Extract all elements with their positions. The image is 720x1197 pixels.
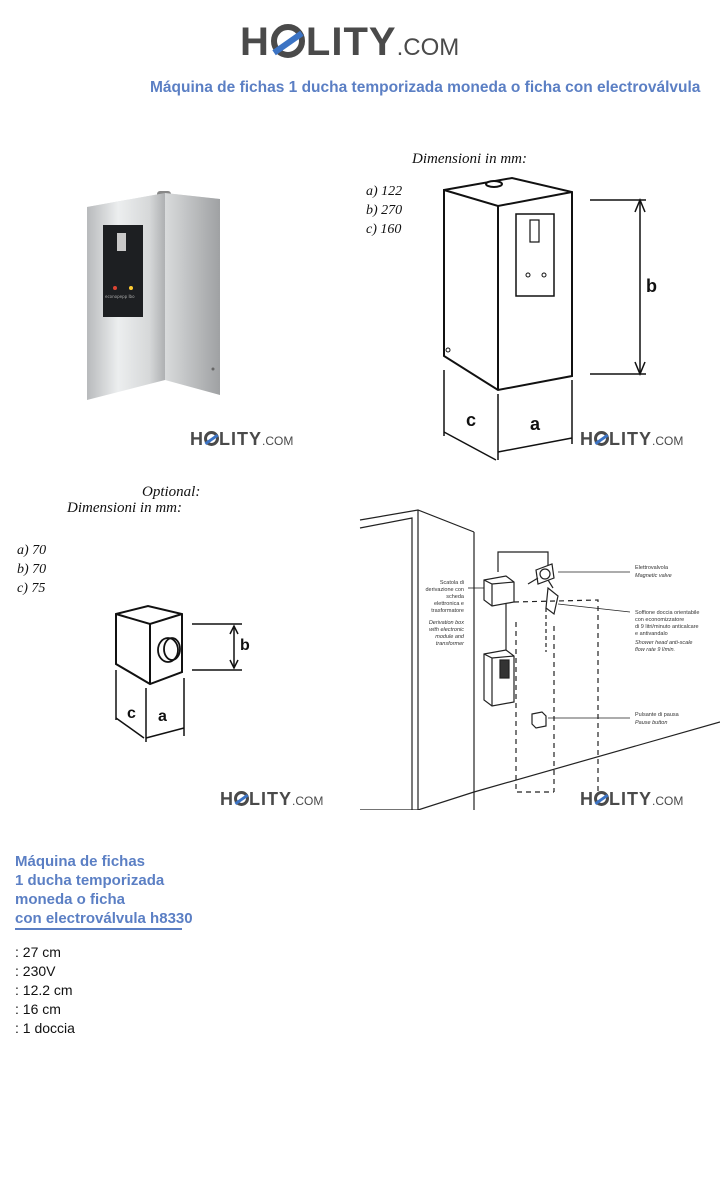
spec-item: : 27 cm	[15, 944, 61, 960]
optional-dim-a: a) 70	[17, 543, 47, 558]
valve-label-en: Magnetic valve	[635, 573, 672, 579]
pause-label-en: Pause button	[635, 720, 668, 726]
logo-text-right: LITY	[305, 20, 397, 64]
page-title: Máquina de fichas 1 ducha temporizada mo…	[150, 79, 701, 96]
spec-item: : 230V	[15, 963, 56, 979]
panel-text: econopepp lbo	[105, 294, 135, 299]
optional-dim-c: c) 75	[17, 581, 46, 596]
product-name-line-4: con electroválvula h8330	[15, 910, 193, 927]
dim-b-value: b) 270	[366, 203, 403, 218]
derivation-box-label-it: Scatola di derivazione con scheda elettr…	[425, 580, 464, 614]
optional-dim-b: b) 70	[17, 562, 47, 577]
logo-com: .COM	[396, 34, 460, 61]
product-name: Máquina de fichas 1 ducha temporizada mo…	[15, 852, 193, 928]
valve-label-it: Elettrovalvola	[635, 565, 669, 571]
spec-item: : 12.2 cm	[15, 982, 73, 998]
watermark-ring-icon	[594, 430, 609, 446]
dims-heading: Dimensioni in mm:	[412, 151, 527, 167]
product-name-line-1: Máquina de fichas	[15, 853, 146, 870]
optional-label-b: b	[240, 637, 250, 654]
logo-text-left: H	[240, 20, 270, 64]
dim-label-a: a	[530, 414, 541, 434]
site-logo[interactable]: H LITY.COM	[240, 18, 459, 72]
optional-dimension-drawing	[110, 600, 270, 750]
spec-item: : 1 doccia	[15, 1020, 75, 1036]
title-underline	[15, 928, 182, 930]
dim-a-value: a) 122	[366, 184, 403, 199]
main-dimension-drawing	[430, 170, 670, 465]
watermark-ring-icon	[234, 790, 249, 806]
optional-dims-heading: Dimensioni in mm:	[67, 500, 182, 516]
spec-list: : 27 cm : 230V : 12.2 cm : 16 cm : 1 doc…	[15, 943, 75, 1038]
derivation-box-label-en: Derivation box with electronic module an…	[428, 620, 464, 647]
optional-label-a: a	[158, 708, 167, 725]
product-name-line-3: moneda o ficha	[15, 891, 126, 908]
dim-label-c: c	[466, 410, 477, 430]
optional-label: Optional:	[142, 484, 201, 500]
shower-label-en: Shower head anti-scale flow rate 9 l/min…	[635, 640, 693, 653]
watermark-ring-icon	[594, 790, 609, 806]
dim-c-value: c) 160	[366, 222, 402, 237]
watermark-ring-icon	[204, 430, 219, 446]
optional-label-c: c	[127, 705, 136, 722]
logo-ring-icon	[270, 24, 305, 59]
installation-diagram	[358, 492, 720, 811]
product-photo: econopepp lbo	[85, 185, 225, 415]
dim-label-b: b	[646, 276, 657, 296]
pause-label-it: Pulsante di pausa	[635, 712, 679, 718]
spec-item: : 16 cm	[15, 1001, 61, 1017]
shower-label-it: Soffione doccia orientabile con economiz…	[635, 610, 700, 637]
product-name-line-2: 1 ducha temporizada	[15, 872, 165, 889]
